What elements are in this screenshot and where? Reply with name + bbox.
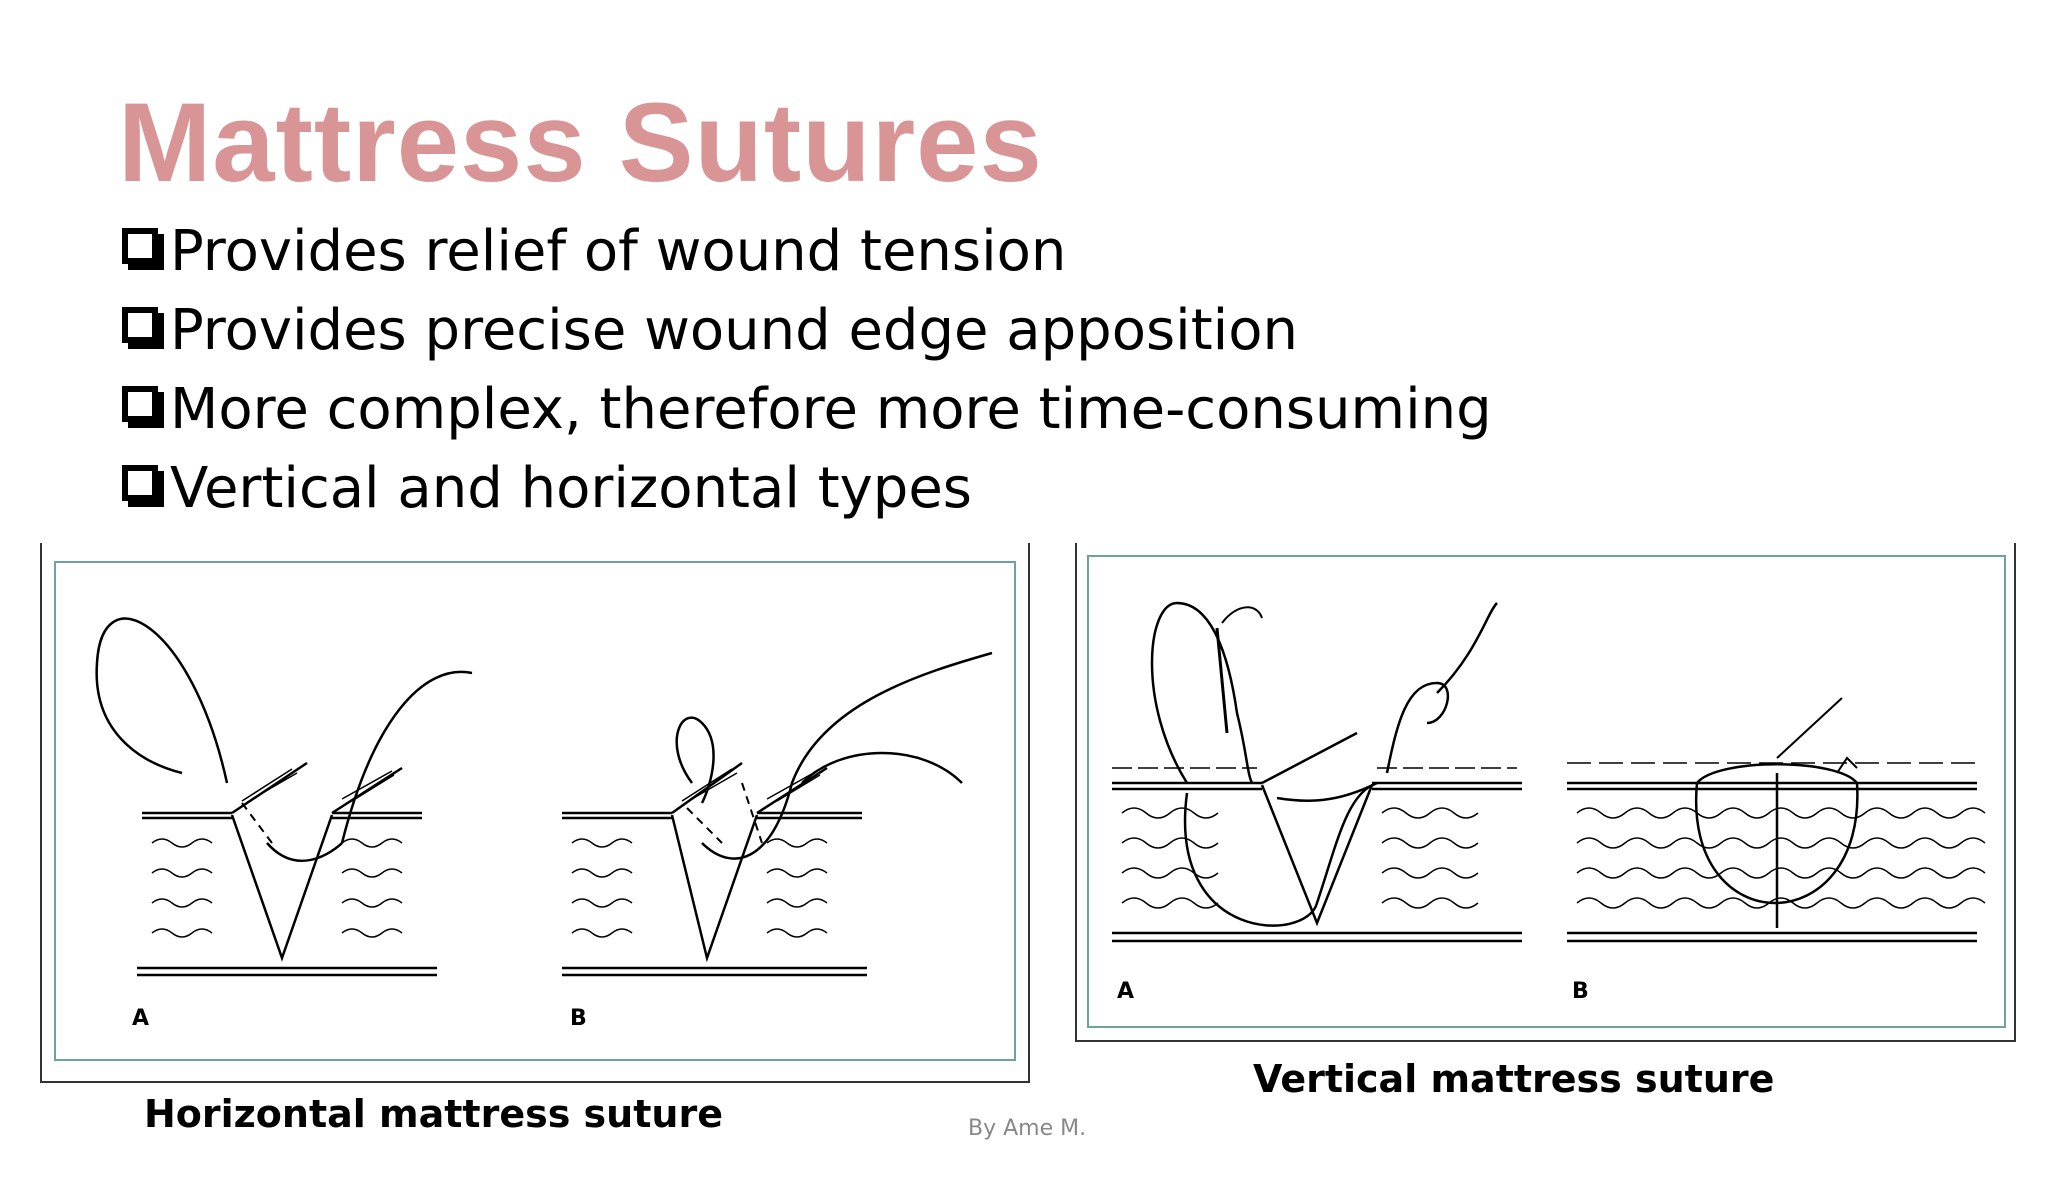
bullet-list: Provides relief of wound tension Provide… [122,212,1492,528]
figure-frame [54,561,1016,1061]
horizontal-suture-illustration: A B [95,617,993,1031]
bullet-text: Provides relief of wound tension [170,219,1067,284]
bullet-item: Provides precise wound edge apposition [122,291,1492,370]
figure-frame [1087,555,2006,1028]
slide-title: Mattress Sutures [118,80,1043,205]
checkbox-icon [122,464,158,501]
bullet-text: Provides precise wound edge apposition [170,298,1298,363]
bullet-text: More complex, therefore more time-consum… [170,377,1492,442]
horizontal-mattress-figure: A B [40,543,1030,1083]
vertical-suture-illustration: A B [1112,601,1986,1004]
author-footer: By Ame M. [968,1116,1087,1141]
vertical-figure-caption: Vertical mattress suture [1253,1057,1775,1101]
figure-label-a: A [132,1006,149,1031]
figure-label-b: B [570,1006,587,1031]
figure-label-a: A [1117,979,1134,1004]
checkbox-icon [122,306,158,343]
bullet-item: Provides relief of wound tension [122,212,1492,291]
figure-label-b: B [1572,979,1589,1004]
bullet-item: Vertical and horizontal types [122,449,1492,528]
checkbox-icon [122,227,158,264]
bullet-item: More complex, therefore more time-consum… [122,370,1492,449]
checkbox-icon [122,385,158,422]
horizontal-figure-caption: Horizontal mattress suture [144,1092,723,1136]
bullet-text: Vertical and horizontal types [170,456,972,521]
vertical-mattress-figure: A B [1075,543,2016,1042]
